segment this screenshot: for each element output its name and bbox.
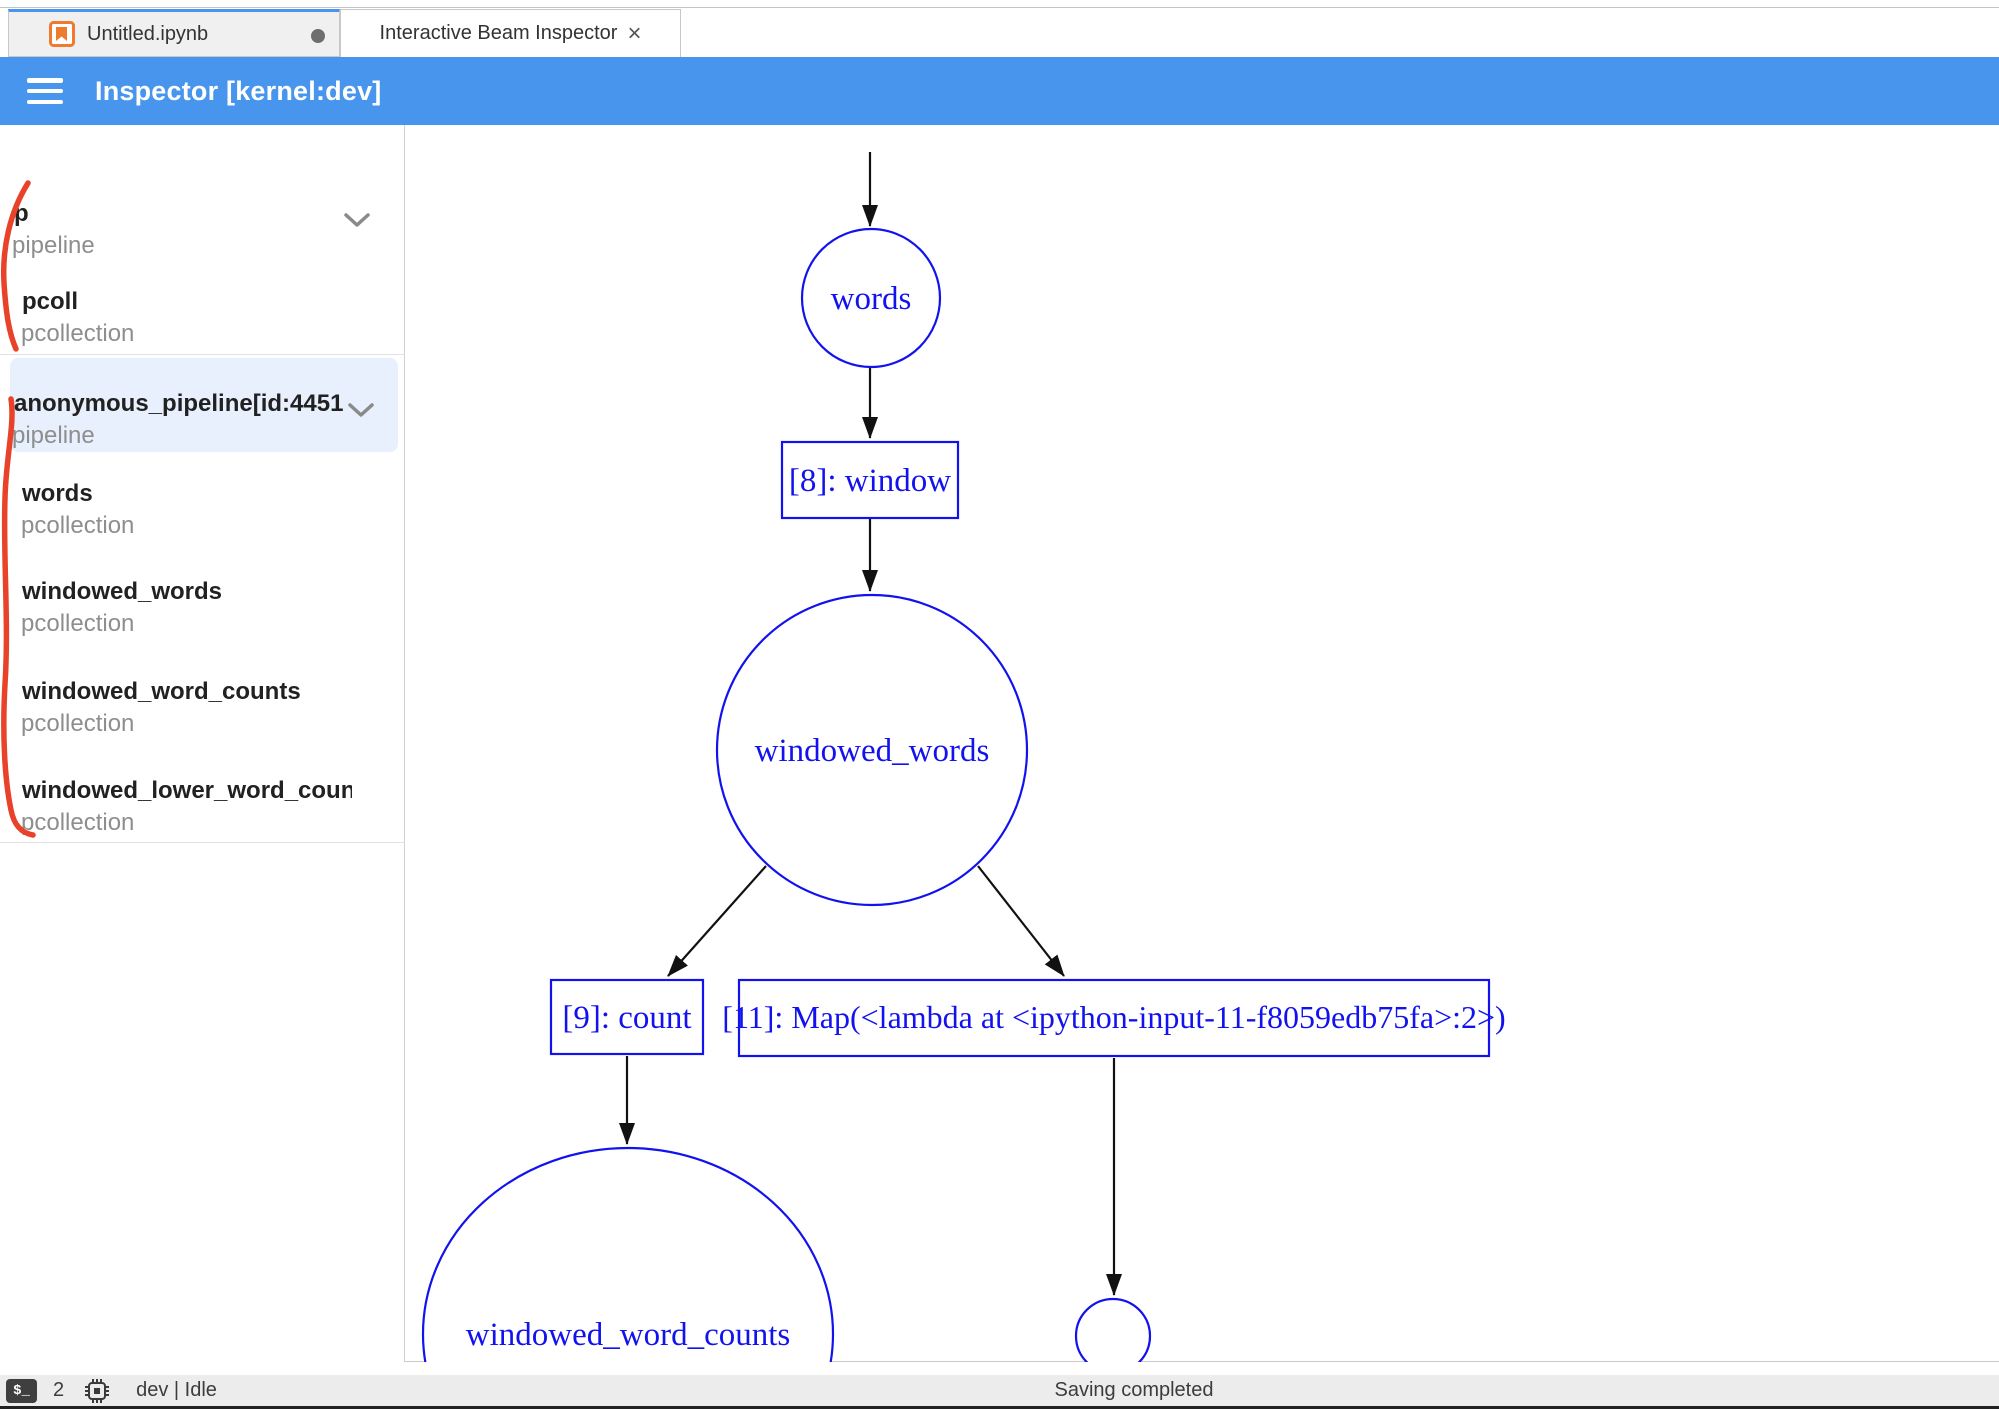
bottom-gap	[0, 1363, 1999, 1375]
node-anonymous-pcollection[interactable]	[1074, 1297, 1152, 1362]
selected-item-highlight	[10, 358, 398, 452]
node-count-transform[interactable]: [9]: count	[549, 978, 705, 1056]
sidebar-item-type: pipeline	[12, 422, 95, 449]
tab-label: Interactive Beam Inspector	[379, 22, 618, 44]
chevron-down-icon[interactable]	[346, 401, 376, 419]
node-label: [8]: window	[789, 463, 951, 499]
sidebar-item-words[interactable]: words	[22, 480, 93, 507]
notebook-icon	[49, 21, 75, 47]
node-window-transform[interactable]: [8]: window	[780, 440, 960, 520]
node-label: [11]: Map(<lambda at <ipython-input-11-f…	[722, 999, 1505, 1035]
node-windowed-word-counts[interactable]: windowed_word_counts	[421, 1146, 835, 1362]
tab-label: Untitled.ipynb	[87, 22, 209, 45]
inspector-header: Inspector [kernel:dev]	[0, 57, 1999, 125]
node-label: words	[831, 281, 912, 317]
sidebar-item-type: pcollection	[21, 512, 135, 539]
save-status-message: Saving completed	[1054, 1379, 1214, 1401]
hamburger-icon[interactable]	[27, 78, 63, 104]
kernel-status[interactable]: dev | Idle	[136, 1379, 217, 1401]
pipeline-sidebar: p pipeline pcoll pcollection anonymous_p…	[0, 125, 405, 1362]
unsaved-dot	[311, 29, 325, 43]
content-area: p pipeline pcoll pcollection anonymous_p…	[0, 125, 1999, 1362]
tab-untitled-notebook[interactable]: Untitled.ipynb	[8, 9, 340, 57]
sidebar-item-type: pcollection	[21, 710, 135, 737]
sidebar-item-windowed-lower-word-counts[interactable]: windowed_lower_word_counts	[22, 777, 352, 804]
sidebar-item-pcoll[interactable]: pcoll	[22, 288, 79, 315]
graph-edges	[619, 152, 1122, 1296]
sidebar-item-anonymous-pipeline[interactable]: anonymous_pipeline[id:44516...	[14, 390, 344, 417]
sidebar-item-type: pcollection	[21, 809, 135, 836]
node-words[interactable]: words	[800, 227, 942, 369]
sidebar-item-type: pcollection	[21, 610, 135, 637]
node-windowed-words[interactable]: windowed_words	[715, 593, 1029, 907]
close-icon[interactable]: ×	[627, 19, 642, 47]
sidebar-item-type: pcollection	[21, 320, 135, 347]
edge-to-count	[667, 865, 767, 977]
pipeline-graph: words [8]: window windowed_words [9]: co…	[405, 125, 1999, 1362]
kernel-count[interactable]: 2	[53, 1379, 65, 1401]
sidebar-item-windowed-word-counts[interactable]: windowed_word_counts	[22, 678, 301, 705]
sidebar-list-bottom-border	[0, 842, 405, 843]
status-bar: $_ 2 dev | Idle Saving completed	[0, 1375, 1999, 1409]
node-label: [9]: count	[562, 1000, 691, 1036]
chip-icon[interactable]	[84, 1378, 110, 1404]
sidebar-item-pipeline-p[interactable]: p	[14, 200, 29, 227]
node-label: windowed_word_counts	[466, 1317, 790, 1353]
edge-to-map	[977, 865, 1065, 977]
sidebar-divider	[0, 354, 405, 355]
page-title: Inspector [kernel:dev]	[95, 75, 382, 106]
node-map-transform[interactable]: [11]: Map(<lambda at <ipython-input-11-f…	[722, 978, 1506, 1058]
node-label: windowed_words	[755, 733, 990, 769]
terminal-icon[interactable]: $_	[6, 1378, 37, 1403]
tab-beam-inspector[interactable]: Interactive Beam Inspector ×	[340, 9, 681, 57]
chevron-down-icon[interactable]	[342, 211, 372, 229]
pipeline-graph-svg: words [8]: window windowed_words [9]: co…	[421, 152, 1506, 1362]
top-divider	[0, 7, 1999, 8]
tab-bar: Untitled.ipynb Interactive Beam Inspecto…	[0, 0, 1999, 57]
sidebar-item-windowed-words[interactable]: windowed_words	[22, 578, 223, 605]
sidebar-item-type: pipeline	[12, 232, 95, 259]
